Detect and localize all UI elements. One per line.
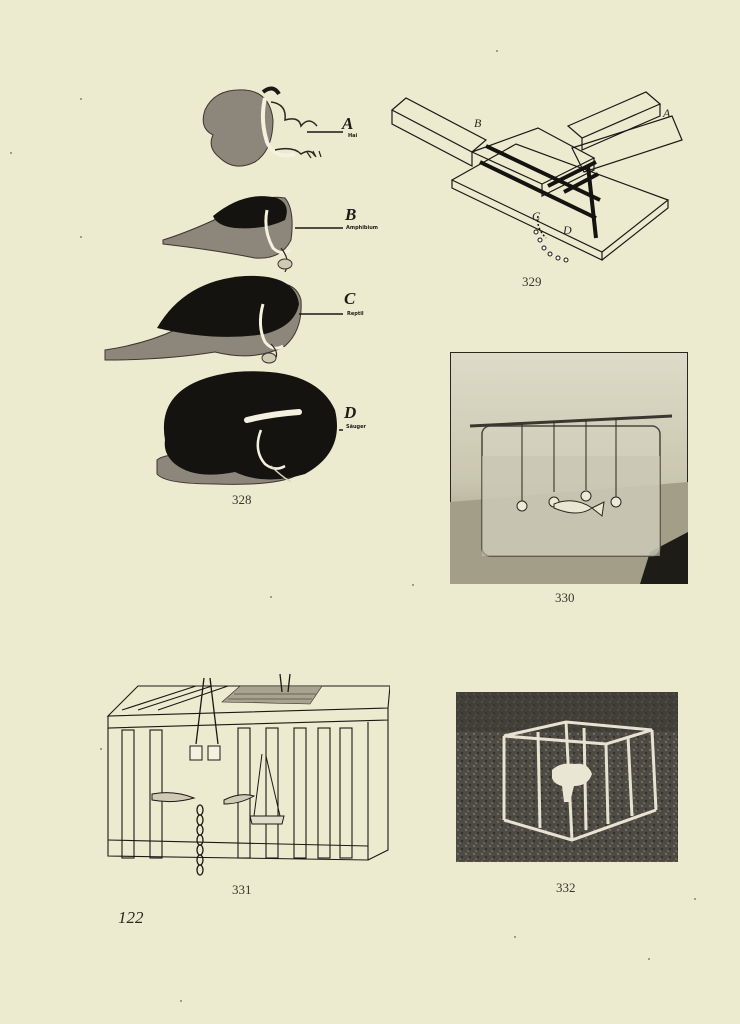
label-d: D — [563, 223, 572, 237]
brain-d-mammal — [156, 371, 343, 485]
figure-329-number: 329 — [522, 274, 542, 289]
label-b: B — [474, 116, 482, 130]
brain-b-amphibian — [162, 196, 343, 273]
apparatus-line-drawing — [390, 91, 683, 263]
panel-c-letter: C — [344, 289, 356, 308]
panel-b-label: Amphibium — [346, 225, 378, 231]
brain-series-illustration — [104, 86, 343, 485]
panel-a-letter: A — [342, 114, 354, 133]
panel-a-label: Hai — [348, 133, 358, 139]
label-a: A — [663, 106, 671, 120]
page-number: 122 — [118, 908, 144, 927]
figure-328-number: 328 — [232, 492, 252, 507]
figure-330-number: 330 — [555, 590, 575, 605]
panel-c-label: Reptil — [347, 311, 364, 317]
cage-photograph — [456, 692, 678, 862]
panel-d-label: Säuger — [346, 424, 366, 430]
crate-line-drawing — [106, 673, 390, 876]
panel-b-letter: B — [345, 205, 357, 224]
aquarium-photograph — [450, 352, 688, 584]
figure-332-number: 332 — [556, 880, 576, 895]
brain-c-reptile — [104, 275, 343, 364]
brain-a-shark — [202, 86, 343, 167]
panel-d-letter: D — [344, 403, 357, 422]
label-c: C — [532, 209, 541, 223]
figure-331-number: 331 — [232, 882, 252, 897]
